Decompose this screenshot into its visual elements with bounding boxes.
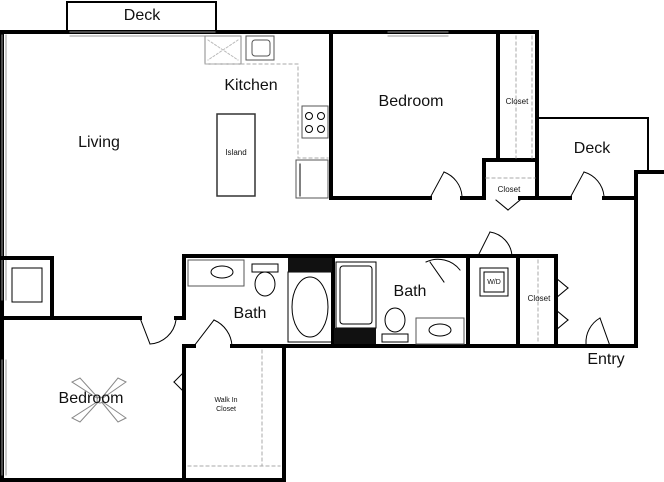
bath-left-label: Bath xyxy=(234,305,267,322)
deck-top-label: Deck xyxy=(124,7,161,24)
bedroom-main-label: Bedroom xyxy=(379,93,444,110)
plumbing-chases xyxy=(288,258,376,344)
deck-top xyxy=(66,1,217,31)
closet-shelves xyxy=(187,35,539,467)
deck-right xyxy=(535,116,649,200)
bath-right-label: Bath xyxy=(394,283,427,300)
island-label: Island xyxy=(225,148,246,157)
bath-fixtures xyxy=(11,259,509,345)
kitchen-label: Kitchen xyxy=(224,77,277,94)
walk-in-closet-label-line2: Closet xyxy=(216,406,236,413)
closet-main-label: Closet xyxy=(506,97,529,106)
windows xyxy=(1,31,449,476)
closet-entry-label: Closet xyxy=(528,294,551,303)
bedroom-second-label: Bedroom xyxy=(59,390,124,407)
entry-label: Entry xyxy=(587,351,624,368)
closet-hall-label: Closet xyxy=(498,185,521,194)
walk-in-closet-label-line1: Walk In xyxy=(214,397,237,404)
deck-right-label: Deck xyxy=(574,140,611,157)
living-label: Living xyxy=(78,134,120,151)
washer-dryer-label: W/D xyxy=(487,279,501,286)
door-swings xyxy=(139,171,611,393)
kitchen-fixtures xyxy=(204,35,329,199)
room-labels: Deck Kitchen Living Island Bedroom Close… xyxy=(59,7,625,413)
interior-walls xyxy=(0,30,638,482)
ceiling-fan-icon xyxy=(70,377,127,423)
